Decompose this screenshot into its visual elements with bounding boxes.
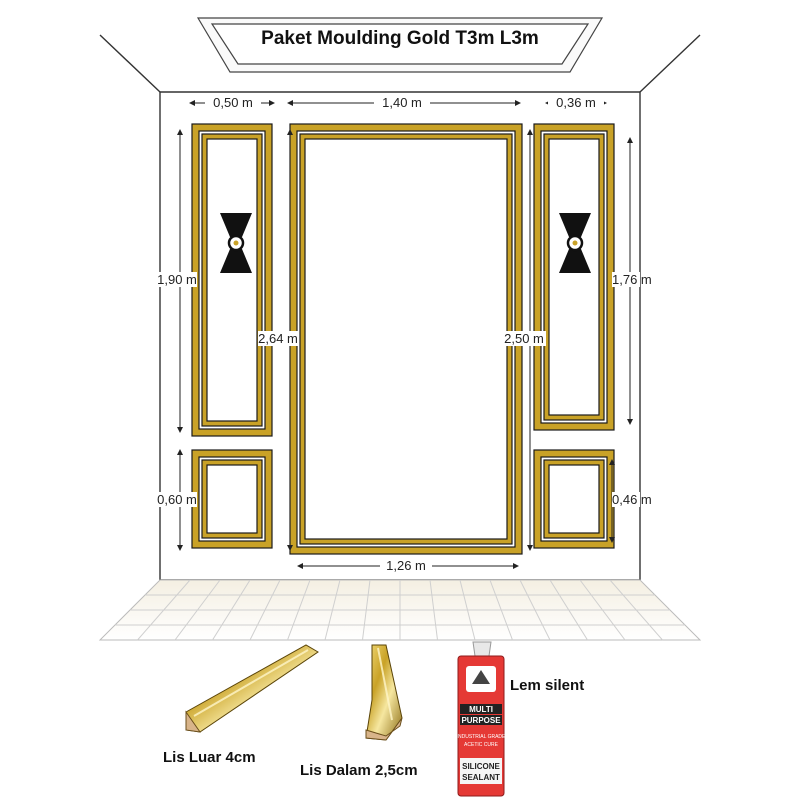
dim-right-tall: 1,76 m xyxy=(612,272,652,287)
dim-right-small: 0,46 m xyxy=(612,492,652,507)
wall-sconce-left xyxy=(220,213,252,273)
inner-trim-sample xyxy=(365,644,403,741)
tube-text-silicone: SILICONE xyxy=(462,762,500,771)
tube-text-cure: ACETIC CURE xyxy=(464,742,499,748)
dim-left-tall: 1,90 m xyxy=(157,272,197,287)
dimension-lines xyxy=(177,100,633,569)
panel-center xyxy=(289,123,523,555)
dim-top-center: 1,40 m xyxy=(382,95,422,110)
moulding-panels xyxy=(191,123,615,555)
tube-text-purpose: PURPOSE xyxy=(461,716,501,725)
page-title: Paket Moulding Gold T3m L3m xyxy=(261,28,539,49)
panel-right-tall xyxy=(533,123,615,431)
dim-top-right: 0,36 m xyxy=(556,95,596,110)
wall-sconce-right xyxy=(559,213,591,273)
dim-bottom-center: 1,26 m xyxy=(386,558,426,573)
silicone-tube: MULTI PURPOSE INDUSTRIAL GRADE ACETIC CU… xyxy=(457,641,506,797)
ceiling-cove xyxy=(196,17,604,73)
panel-right-small xyxy=(533,449,615,549)
dim-center-inner: 2,50 m xyxy=(504,331,544,346)
dim-top-left: 0,50 m xyxy=(213,95,253,110)
panel-left-tall xyxy=(191,123,273,437)
dim-left-total: 2,64 m xyxy=(258,331,298,346)
adhesive-label: Lem silent xyxy=(510,677,585,694)
outer-trim-label: Lis Luar 4cm xyxy=(163,749,256,766)
dim-left-small: 0,60 m xyxy=(157,492,197,507)
dimension-labels: 0,50 m 1,40 m 0,36 m 1,90 m 0,60 m 2,64 … xyxy=(157,95,652,573)
inner-trim-label: Lis Dalam 2,5cm xyxy=(300,762,418,779)
tube-text-multi: MULTI xyxy=(469,705,493,714)
tube-text-grade: INDUSTRIAL GRADE xyxy=(457,734,506,740)
outer-trim-sample xyxy=(185,644,319,733)
tube-text-sealant: SEALANT xyxy=(462,773,500,782)
tiled-floor xyxy=(98,579,702,641)
panel-left-small xyxy=(191,449,273,549)
